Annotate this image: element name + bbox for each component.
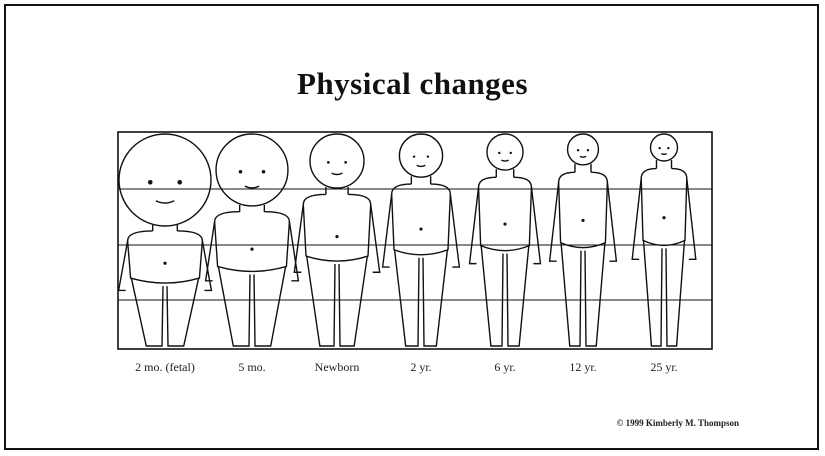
eye-icon xyxy=(344,161,347,164)
left-arm xyxy=(294,204,303,272)
copyright-notice: © 1999 Kimberly M. Thompson xyxy=(617,418,739,428)
eye-icon xyxy=(667,147,669,149)
mouth-line xyxy=(417,165,426,166)
left-leg xyxy=(643,240,662,346)
head-outline xyxy=(568,134,599,165)
figure-child-4 xyxy=(470,134,541,346)
eye-icon xyxy=(577,149,579,151)
left-arm xyxy=(550,182,559,261)
left-leg xyxy=(395,250,419,346)
head-outline xyxy=(399,134,442,177)
mouth-line xyxy=(501,160,508,161)
head-outline xyxy=(487,134,523,170)
figure-toddler-3 xyxy=(383,134,460,346)
right-arm xyxy=(687,179,696,260)
eye-icon xyxy=(587,149,589,151)
eye-icon xyxy=(658,147,660,149)
right-leg xyxy=(666,240,685,346)
right-arm xyxy=(607,182,616,261)
figure-infant-2 xyxy=(294,134,379,346)
figure-caption: 5 mo. xyxy=(238,360,265,375)
torso-outline xyxy=(128,231,203,283)
navel-dot xyxy=(163,262,166,265)
right-leg xyxy=(585,243,605,346)
left-arm xyxy=(383,194,392,267)
eye-icon xyxy=(239,170,243,174)
figures-layer xyxy=(119,134,696,346)
eye-icon xyxy=(177,180,182,185)
figure-adolescent-5 xyxy=(550,134,617,346)
figure-caption: 2 mo. (fetal) xyxy=(135,360,195,375)
figure-caption: Newborn xyxy=(315,360,360,375)
torso-outline xyxy=(559,172,608,247)
torso-outline xyxy=(479,177,532,250)
torso-outline xyxy=(392,184,451,255)
mouth-line xyxy=(245,186,259,188)
torso-outline xyxy=(303,194,370,261)
right-leg xyxy=(423,250,447,346)
eye-icon xyxy=(327,161,330,164)
navel-dot xyxy=(335,235,338,238)
left-leg xyxy=(561,243,581,346)
left-arm xyxy=(470,187,479,263)
torso-outline xyxy=(641,169,687,246)
navel-dot xyxy=(581,219,584,222)
right-arm xyxy=(531,187,540,263)
mouth-line xyxy=(332,173,343,174)
navel-dot xyxy=(503,222,506,225)
head-outline xyxy=(119,134,211,226)
mouth-line xyxy=(580,156,586,157)
left-arm xyxy=(632,179,641,260)
right-leg xyxy=(339,256,367,346)
figure-caption: 25 yr. xyxy=(650,360,677,375)
eye-icon xyxy=(510,152,512,154)
head-outline xyxy=(310,134,364,188)
figure-caption: 12 yr. xyxy=(569,360,596,375)
left-leg xyxy=(481,246,503,346)
torso-outline xyxy=(215,212,290,272)
right-arm xyxy=(450,194,459,267)
left-arm xyxy=(119,241,128,291)
figure-fetus-1 xyxy=(206,134,299,346)
figure-fetus-0 xyxy=(119,134,212,346)
figure-caption: 2 yr. xyxy=(410,360,431,375)
eye-icon xyxy=(148,180,153,185)
eye-icon xyxy=(262,170,266,174)
figure-adult-6 xyxy=(632,134,696,346)
left-leg xyxy=(131,278,163,346)
right-leg xyxy=(254,266,286,346)
left-arm xyxy=(206,222,215,281)
left-leg xyxy=(218,266,250,346)
right-arm xyxy=(371,204,380,272)
eye-icon xyxy=(413,155,415,157)
mouth-line xyxy=(156,201,174,203)
right-leg xyxy=(507,246,529,346)
head-outline xyxy=(216,134,288,206)
navel-dot xyxy=(419,227,422,230)
left-leg xyxy=(307,256,335,346)
figure-grid-box xyxy=(118,132,712,349)
navel-dot xyxy=(250,248,253,251)
right-leg xyxy=(167,278,199,346)
head-outline xyxy=(651,134,678,161)
eye-icon xyxy=(427,155,429,157)
eye-icon xyxy=(498,152,500,154)
mouth-line xyxy=(661,154,666,155)
figure-caption: 6 yr. xyxy=(494,360,515,375)
navel-dot xyxy=(662,216,665,219)
